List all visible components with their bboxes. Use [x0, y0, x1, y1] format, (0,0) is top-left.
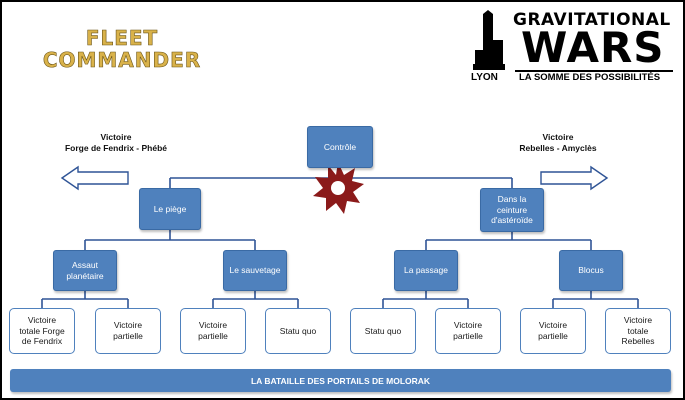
leaf-victoire-partielle-2: Victoire partielle — [180, 308, 246, 354]
leaf-victoire-totale-forge: Victoire totale Forge de Fendrix — [9, 308, 75, 354]
fleet-commander-logo-line1: FLEET — [85, 26, 159, 51]
leaf-victoire-partielle-3: Victoire partielle — [435, 308, 501, 354]
node-la-passage: La passage — [394, 250, 458, 291]
gw-title: GRAVITATIONAL — [513, 10, 671, 30]
leaf-statu-quo-2: Statu quo — [350, 308, 416, 354]
leaf-victoire-partielle-1: Victoire partielle — [95, 308, 161, 354]
gw-tagline: LA SOMME DES POSSIBILITÉS — [519, 72, 661, 83]
gw-wars: WARS — [521, 23, 665, 72]
tower-icon — [473, 10, 505, 70]
gw-rule — [515, 70, 673, 72]
right-arrow-icon — [540, 165, 609, 191]
node-le-piege: Le piège — [139, 188, 201, 230]
victory-right-label: Victoire Rebelles - Amyclès — [519, 132, 597, 154]
node-le-sauvetage: Le sauvetage — [223, 250, 287, 291]
spiked-star-emblem-icon — [313, 162, 364, 214]
leaf-victoire-totale-rebelles: Victoire totale Rebelles — [605, 308, 671, 354]
fleet-commander-logo-line2: COMMANDER — [42, 48, 202, 73]
left-arrow-icon — [60, 165, 129, 191]
node-blocus: Blocus — [559, 250, 623, 291]
leaf-victoire-partielle-4: Victoire partielle — [520, 308, 586, 354]
node-ceinture-asteroide: Dans la ceinture d'astéroïde — [480, 188, 544, 232]
gw-city: LYON — [471, 72, 498, 83]
node-controle: Contrôle — [307, 126, 373, 168]
gravitational-wars-logo: GRAVITATIONAL WARS LYON LA SOMME DES POS… — [469, 8, 675, 88]
node-assaut-planetaire: Assaut planétaire — [53, 250, 117, 291]
footer-banner: LA BATAILLE DES PORTAILS DE MOLORAK — [10, 369, 671, 392]
leaf-statu-quo-1: Statu quo — [265, 308, 331, 354]
victory-left-label: Victoire Forge de Fendrix - Phébé — [64, 132, 168, 154]
